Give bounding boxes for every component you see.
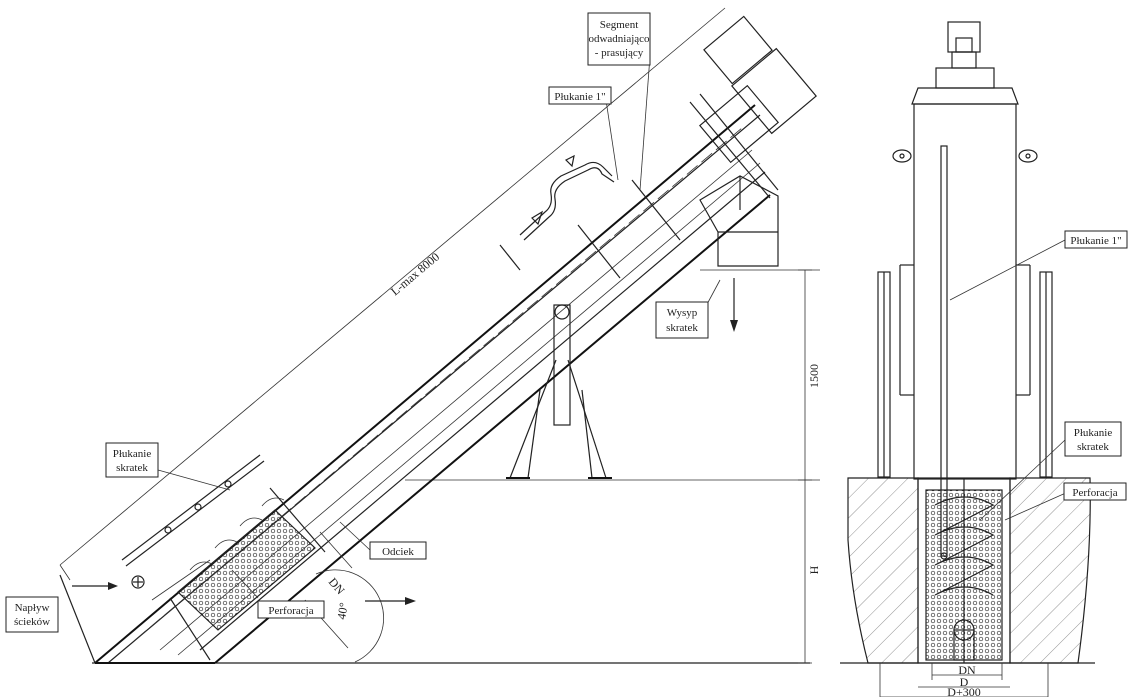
motor-box: [947, 21, 981, 53]
plukanie-1-label: Płukanie 1": [554, 91, 605, 103]
segment-label-line-3: - prasujący: [595, 47, 644, 59]
odciek-label: Odciek: [382, 546, 414, 558]
plukanie-1-label-box: [548, 86, 612, 105]
segment-label-line-1: Segment: [600, 19, 639, 31]
doplyw-label-box: [5, 596, 59, 633]
angle-40: 40°: [334, 601, 351, 620]
right-plukanie-1-label: Płukanie 1": [1070, 235, 1121, 247]
doplyw-label-line-1: Napływ: [15, 602, 50, 614]
dimension-h: H: [807, 565, 821, 574]
leader-lines-left: [157, 55, 721, 599]
segment-label-line-2: odwadniająco: [588, 33, 650, 45]
support-stand: [506, 304, 612, 479]
right-dn-dimension: DN: [958, 663, 976, 677]
perforacja-label: Perforacja: [268, 605, 313, 617]
right-plukanie-skratek-line-2: skratek: [1077, 441, 1109, 453]
l-max-dimension: L-max 8000: [388, 250, 442, 299]
plukanie-skratek-label-line-1: Płukanie: [113, 448, 152, 460]
plukanie-skratek-label-box: [105, 442, 159, 478]
right-plukanie-skratek-label-box: [1064, 421, 1122, 457]
right-perforacja-label: Perforacja: [1072, 487, 1117, 499]
segment-label-box: [587, 12, 651, 66]
wysyp-label-box: [655, 301, 709, 339]
rinse-pipe-upper: [519, 154, 615, 241]
perforated-basket: [169, 487, 326, 661]
plukanie-skratek-label-line-2: skratek: [116, 462, 148, 474]
flow-arrows: [72, 278, 738, 605]
discharge-chute: [699, 175, 779, 267]
drive-unit: [689, 15, 817, 199]
wysyp-label-line-1: Wysyp: [667, 307, 698, 319]
front-view: [840, 21, 1095, 697]
right-d-dimension: D: [960, 675, 969, 689]
front-column: [913, 103, 1017, 480]
doplyw-label-line-2: ścieków: [14, 616, 50, 628]
side-view: [59, 7, 820, 664]
odciek-label-box: [369, 541, 427, 560]
rinse-pipe-lower: [121, 454, 265, 567]
right-plukanie-skratek-line-1: Płukanie: [1074, 427, 1113, 439]
inlet-end: [59, 574, 215, 664]
right-plukanie-1-label-box: [1064, 230, 1128, 249]
dimension-1500: 1500: [807, 364, 821, 388]
right-d300-dimension: D+300: [947, 685, 980, 697]
right-perforacja-label-box: [1063, 482, 1127, 501]
dn-dimension: DN: [326, 575, 348, 598]
perforacja-label-box: [257, 600, 325, 619]
wysyp-label-line-2: skratek: [666, 322, 698, 334]
